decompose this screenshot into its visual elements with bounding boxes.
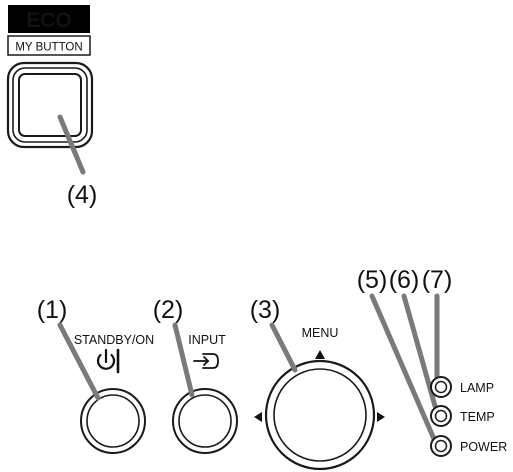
callout-line-1	[57, 322, 101, 401]
input-label: INPUT	[188, 333, 226, 347]
callout-line-5	[369, 293, 437, 442]
arrow-up-icon	[315, 350, 325, 359]
temp-label: TEMP	[460, 410, 495, 424]
callout-3: (3)	[250, 296, 281, 324]
callout-6: (6)	[389, 266, 420, 294]
standby-group: (1) STANDBY/ON	[37, 296, 154, 454]
lamp-indicator	[430, 376, 452, 398]
power-indicator	[430, 435, 452, 457]
input-button[interactable]	[172, 388, 238, 454]
temp-indicator	[430, 405, 452, 427]
lamp-label: LAMP	[460, 381, 494, 395]
my-button-label: MY BUTTON	[15, 42, 82, 54]
eco-my-button[interactable]	[6, 61, 94, 149]
callout-2: (2)	[153, 296, 184, 324]
callout-5: (5)	[357, 266, 388, 294]
callout-1: (1)	[37, 296, 68, 324]
callout-line-3	[269, 322, 298, 373]
input-icon	[193, 353, 219, 369]
menu-label: MENU	[302, 326, 339, 340]
callout-line-4	[57, 114, 86, 175]
indicator-group: (5) (6) (7) LAMP TEMP POWER	[357, 266, 507, 457]
arrow-left-icon	[254, 412, 262, 422]
power-icon	[96, 348, 120, 374]
standby-label: STANDBY/ON	[74, 333, 154, 347]
callout-4: (4)	[67, 181, 98, 209]
callout-line-6	[401, 293, 438, 409]
eco-my-button-group: ECO MY BUTTON (4)	[6, 5, 98, 209]
eco-label-bg	[8, 5, 90, 33]
standby-on-button[interactable]	[80, 388, 146, 454]
menu-group: (3) MENU	[250, 296, 385, 471]
callout-line-2	[172, 322, 195, 398]
my-button-label-box	[7, 35, 91, 56]
arrow-right-icon	[377, 412, 385, 422]
menu-button[interactable]	[264, 359, 376, 471]
power-label: POWER	[460, 440, 507, 454]
input-group: (2) INPUT	[153, 296, 238, 454]
eco-label: ECO	[26, 9, 72, 32]
callout-7: (7)	[422, 266, 453, 294]
